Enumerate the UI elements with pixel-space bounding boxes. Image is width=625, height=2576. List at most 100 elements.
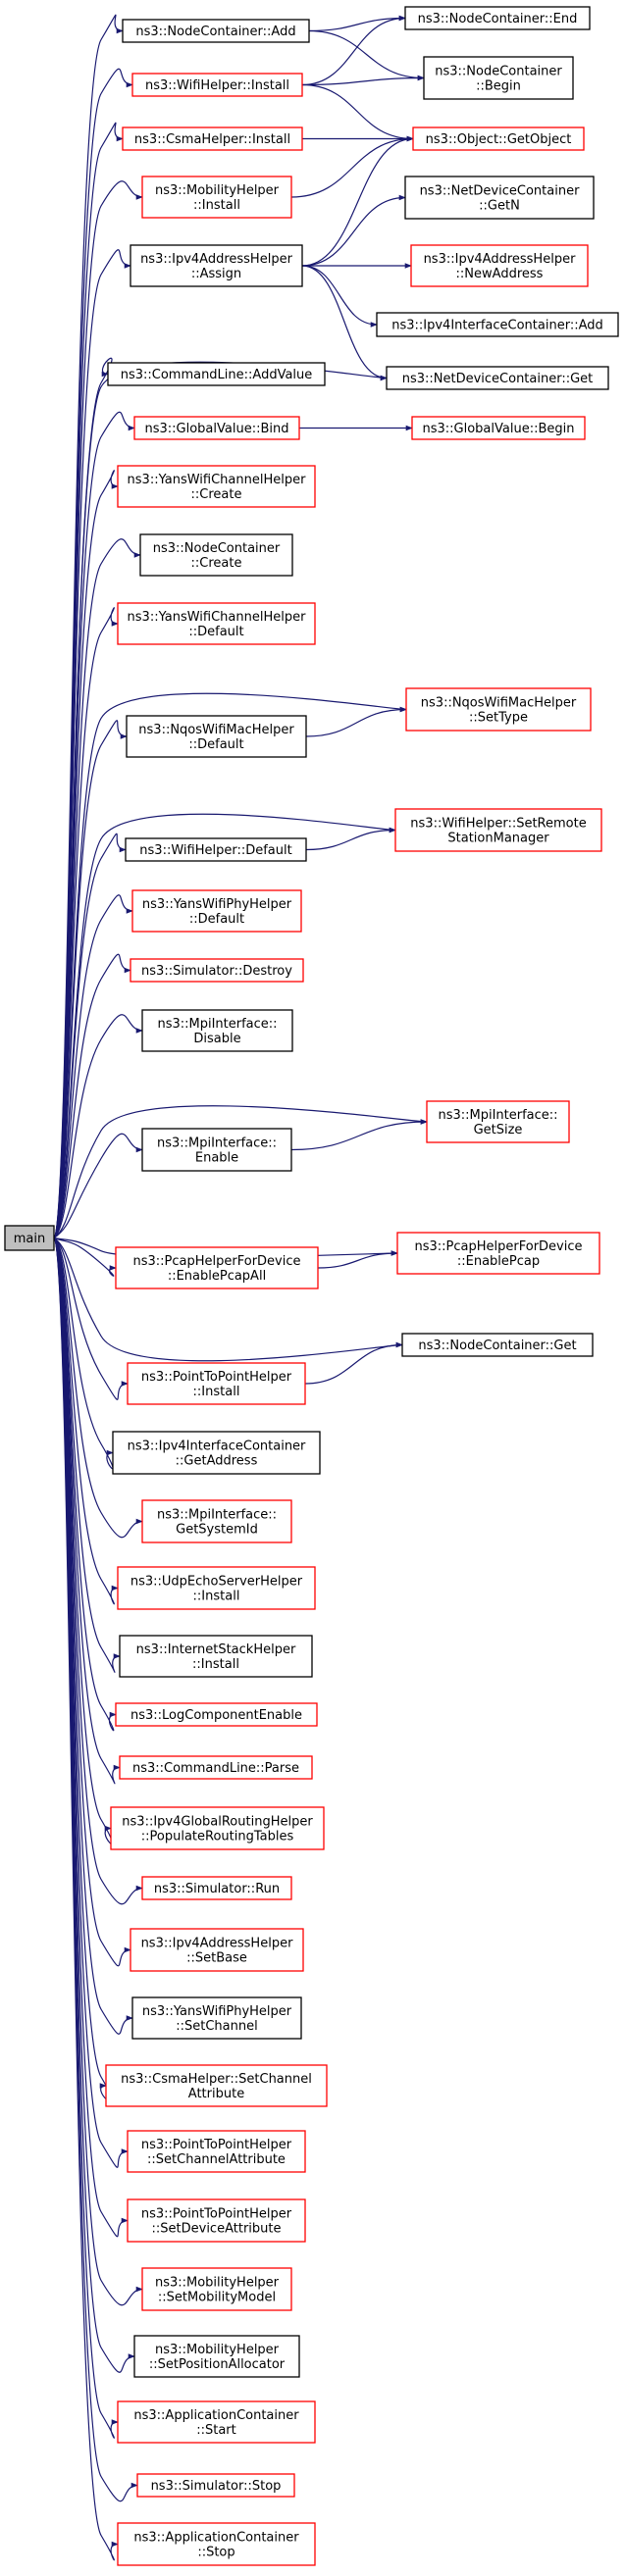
- node-csma_setchattr[interactable]: ns3::CsmaHelper::SetChannelAttribute: [105, 2064, 328, 2107]
- node-label: ::SetChannel: [176, 2019, 257, 2034]
- node-box: [110, 1806, 325, 1850]
- call-edge-main-to-ywp_default: [53, 894, 133, 1238]
- node-wifi_default[interactable]: ns3::WifiHelper::Default: [125, 837, 307, 862]
- node-mob_setmodel[interactable]: ns3::MobilityHelper::SetMobilityModel: [141, 2267, 292, 2311]
- node-label: ::Stop: [197, 2546, 234, 2560]
- node-mpi_sysid[interactable]: ns3::MpiInterface::GetSystemId: [141, 1499, 292, 1543]
- node-udp_install[interactable]: ns3::UdpEchoServerHelper::Install: [117, 1566, 316, 1610]
- node-gv_begin[interactable]: ns3::GlobalValue::Begin: [411, 416, 586, 440]
- node-box: [125, 837, 307, 862]
- node-box: [115, 1246, 319, 1289]
- node-ywc_default[interactable]: ns3::YansWifiChannelHelper::Default: [117, 602, 316, 645]
- call-edge-main-to-p2p_install: [53, 1237, 129, 1400]
- node-ipv4_assign[interactable]: ns3::Ipv4AddressHelper::Assign: [130, 244, 303, 287]
- node-obj_getobject[interactable]: ns3::Object::GetObject: [412, 126, 585, 151]
- node-gv_bind[interactable]: ns3::GlobalValue::Bind: [133, 416, 300, 440]
- node-ywp_default[interactable]: ns3::YansWifiPhyHelper::Default: [131, 889, 302, 933]
- node-box: [141, 176, 292, 219]
- node-label: ns3::Ipv4InterfaceContainer: [128, 1440, 306, 1454]
- node-ipv4_newaddr[interactable]: ns3::Ipv4AddressHelper::NewAddress: [410, 244, 589, 287]
- node-app_stop[interactable]: ns3::ApplicationContainer::Stop: [117, 2522, 316, 2566]
- node-pcap_enable[interactable]: ns3::PcapHelperForDevice::EnablePcap: [396, 1232, 600, 1275]
- node-label: Enable: [195, 1151, 238, 1166]
- node-label: ns3::MobilityHelper: [155, 183, 280, 198]
- node-pcap_all[interactable]: ns3::PcapHelperForDevice::EnablePcapAll: [115, 1246, 319, 1289]
- node-sim_destroy[interactable]: ns3::Simulator::Destroy: [130, 958, 304, 983]
- node-ipv4ic_add[interactable]: ns3::Ipv4InterfaceContainer::Add: [376, 312, 619, 337]
- node-nc_get[interactable]: ns3::NodeContainer::Get: [401, 1333, 594, 1357]
- node-label: ns3::MobilityHelper: [155, 2343, 280, 2357]
- node-main[interactable]: main: [4, 1225, 55, 1251]
- node-box: [141, 1128, 292, 1172]
- node-sim_stop[interactable]: ns3::Simulator::Stop: [136, 2473, 295, 2498]
- node-box: [131, 73, 303, 97]
- node-box: [131, 1996, 302, 2040]
- node-mpi_disable[interactable]: ns3::MpiInterface::Disable: [141, 1009, 293, 1052]
- node-wifi_install[interactable]: ns3::WifiHelper::Install: [131, 73, 303, 97]
- node-label: ns3::UdpEchoServerHelper: [130, 1575, 303, 1590]
- node-label: ns3::NodeContainer::Add: [135, 25, 295, 39]
- call-edge-mob_install-to-obj_getobject: [290, 135, 414, 198]
- node-app_start[interactable]: ns3::ApplicationContainer::Start: [117, 2400, 316, 2444]
- node-box: [426, 1100, 570, 1143]
- node-nqos_settype[interactable]: ns3::NqosWifiMacHelper::SetType: [405, 687, 592, 732]
- call-edge-main-to-ipv4ic_getaddr: [53, 1237, 114, 1470]
- node-label: ns3::GlobalValue::Begin: [423, 422, 575, 436]
- node-label: ::Install: [193, 1590, 240, 1604]
- node-box: [4, 1225, 55, 1251]
- call-edge-ipv4_assign-to-obj_getobject: [301, 135, 414, 267]
- node-cmd_addvalue[interactable]: ns3::CommandLine::AddValue: [107, 362, 326, 386]
- node-box: [141, 1876, 292, 1900]
- node-ywp_setchannel[interactable]: ns3::YansWifiPhyHelper::SetChannel: [131, 1996, 302, 2040]
- node-label: ::Create: [191, 556, 242, 571]
- node-label: ns3::MpiInterface::: [157, 1508, 277, 1523]
- node-box: [122, 126, 303, 151]
- node-log_enable[interactable]: ns3::LogComponentEnable: [115, 1702, 318, 1727]
- node-label: ns3::Simulator::Stop: [151, 2479, 282, 2494]
- call-edge-nc_add-to-nc_end: [308, 15, 406, 32]
- node-box: [404, 6, 591, 30]
- node-box: [405, 687, 592, 732]
- node-nc_add[interactable]: ns3::NodeContainer::Add: [122, 19, 310, 43]
- node-ipv4_setbase[interactable]: ns3::Ipv4AddressHelper::SetBase: [130, 1928, 304, 1972]
- node-cmd_parse[interactable]: ns3::CommandLine::Parse: [119, 1755, 313, 1780]
- node-label: Disable: [193, 1032, 240, 1046]
- node-box: [410, 244, 589, 287]
- node-label: ns3::ApplicationContainer: [133, 2408, 299, 2423]
- node-p2p_setchattr[interactable]: ns3::PointToPointHelper::SetChannelAttri…: [127, 2130, 306, 2173]
- node-nc_begin[interactable]: ns3::NodeContainer::Begin: [423, 56, 574, 100]
- node-nc_create[interactable]: ns3::NodeContainer::Create: [139, 533, 293, 577]
- node-ndc_getn[interactable]: ns3::NetDeviceContainer::GetN: [404, 176, 595, 220]
- node-ipv4ic_getaddr[interactable]: ns3::Ipv4InterfaceContainer::GetAddress: [112, 1431, 321, 1475]
- node-label: ns3::NetDeviceContainer::Get: [402, 372, 594, 386]
- node-label: ::SetBase: [186, 1951, 247, 1966]
- node-csma_install[interactable]: ns3::CsmaHelper::Install: [122, 126, 303, 151]
- node-box: [107, 362, 326, 386]
- node-nc_end[interactable]: ns3::NodeContainer::End: [404, 6, 591, 30]
- node-box: [126, 715, 307, 758]
- node-ywc_create[interactable]: ns3::YansWifiChannelHelper::Create: [117, 465, 316, 508]
- node-gr_populate[interactable]: ns3::Ipv4GlobalRoutingHelper::PopulateRo…: [110, 1806, 325, 1850]
- node-mob_install[interactable]: ns3::MobilityHelper::Install: [141, 176, 292, 219]
- node-inet_install[interactable]: ns3::InternetStackHelper::Install: [119, 1635, 313, 1678]
- node-box: [119, 1755, 313, 1780]
- node-p2p_install[interactable]: ns3::PointToPointHelper::Install: [127, 1362, 306, 1405]
- node-sim_run[interactable]: ns3::Simulator::Run: [141, 1876, 292, 1900]
- node-mpi_getsize[interactable]: ns3::MpiInterface::GetSize: [426, 1100, 570, 1143]
- node-box: [141, 1499, 292, 1543]
- node-nqos_default[interactable]: ns3::NqosWifiMacHelper::Default: [126, 715, 307, 758]
- node-label: main: [14, 1232, 45, 1246]
- call-edge-main-to-nc_get: [53, 1237, 403, 1362]
- node-label: ns3::Simulator::Run: [154, 1882, 280, 1896]
- node-label: ::EnablePcapAll: [168, 1269, 266, 1284]
- node-mpi_enable[interactable]: ns3::MpiInterface::Enable: [141, 1128, 292, 1172]
- node-mob_setpos[interactable]: ns3::MobilityHelper::SetPositionAllocato…: [133, 2335, 300, 2378]
- call-edge-main-to-mpi_disable: [53, 1014, 143, 1238]
- node-label: ::Install: [193, 1385, 240, 1399]
- node-label: ns3::Ipv4AddressHelper: [140, 252, 293, 267]
- nodes-layer: main ns3::NodeContainer::Addns3::WifiHelp…: [4, 6, 619, 2566]
- node-p2p_setdevattr[interactable]: ns3::PointToPointHelper::SetDeviceAttrib…: [127, 2198, 306, 2243]
- node-ndc_get[interactable]: ns3::NetDeviceContainer::Get: [386, 366, 609, 390]
